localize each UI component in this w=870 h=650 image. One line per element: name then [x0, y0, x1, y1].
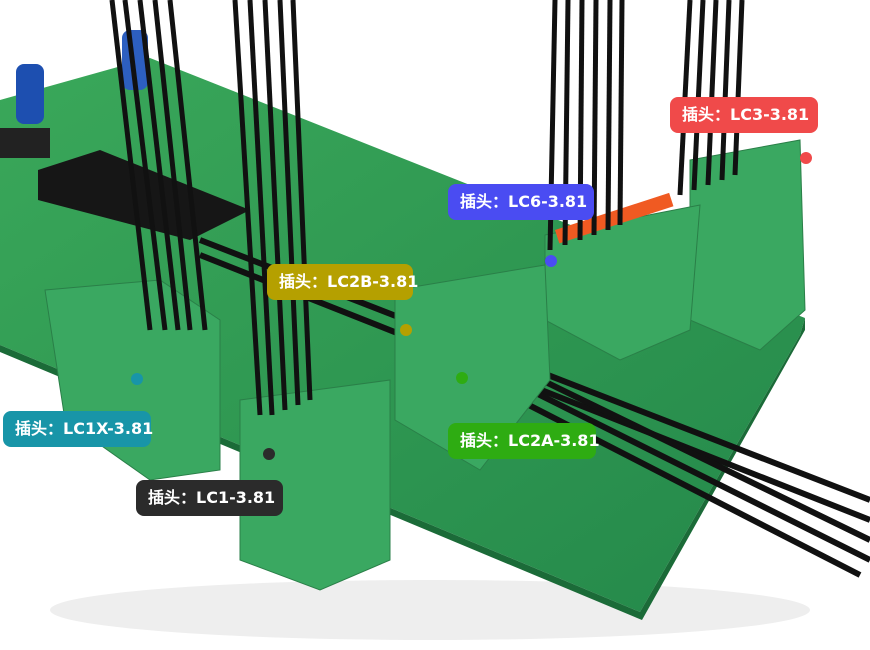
- label-lc3: 插头：LC3-3.81: [670, 97, 818, 133]
- label-lc1: 插头：LC1-3.81: [136, 480, 283, 516]
- marker-dot-lc3: [800, 152, 812, 164]
- vertical-cables: [109, 0, 745, 416]
- label-lc2b: 插头：LC2B-3.81: [267, 264, 418, 300]
- marker-dot-lc2b: [400, 324, 412, 336]
- marker-dot-lc2a: [456, 372, 468, 384]
- orange-levers: [555, 192, 674, 244]
- label-lc2a: 插头：LC2A-3.81: [448, 423, 600, 459]
- ic-chip-small: [0, 128, 50, 158]
- capacitor: [16, 64, 44, 124]
- ic-chip: [38, 150, 250, 240]
- label-lc6: 插头：LC6-3.81: [448, 184, 594, 220]
- marker-dot-lc6: [545, 255, 557, 267]
- shadow: [50, 580, 810, 640]
- label-lc1x: 插头：LC1X-3.81: [3, 411, 153, 447]
- marker-dot-lc1: [263, 448, 275, 460]
- marker-dot-lc1x: [131, 373, 143, 385]
